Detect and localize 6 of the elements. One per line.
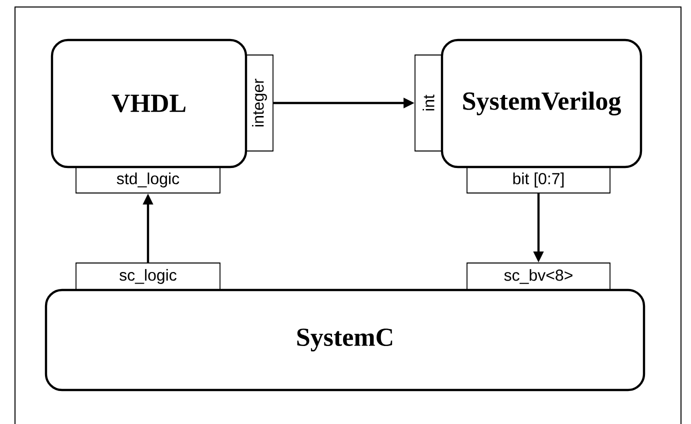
port-box: integer	[246, 54, 274, 152]
port-box: sc_logic	[76, 262, 220, 290]
port-box: int	[414, 54, 442, 152]
port-box: bit [0:7]	[466, 166, 610, 194]
port-box: std_logic	[76, 166, 220, 194]
port-box: sc_bv<8>	[466, 262, 610, 290]
